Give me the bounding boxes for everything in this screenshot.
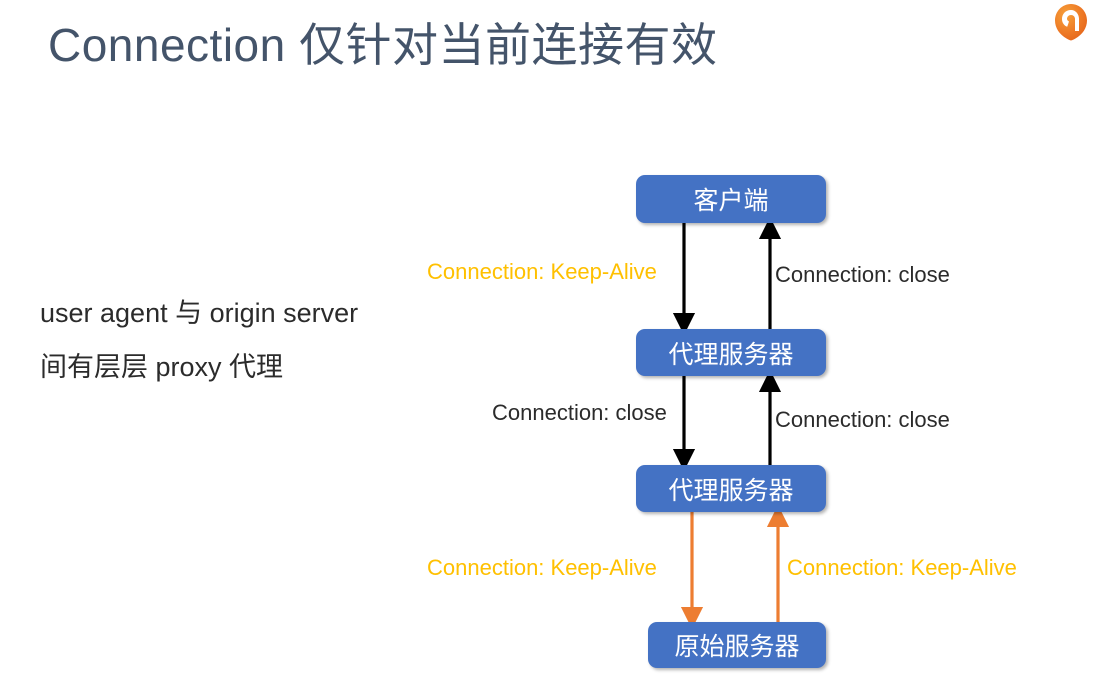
- edge-label-keep-alive-bottom-left: Connection: Keep-Alive: [427, 555, 657, 580]
- edge-label-keep-alive-top: Connection: Keep-Alive: [427, 259, 657, 284]
- node-origin-server[interactable]: 原始服务器: [648, 622, 826, 668]
- edge-label-close-middle-left: Connection: close: [492, 400, 667, 425]
- body-text-line-2: 间有层层 proxy 代理: [40, 352, 284, 382]
- node-proxy-server-1[interactable]: 代理服务器: [636, 329, 826, 376]
- body-text: user agent 与 origin server 间有层层 proxy 代理: [40, 286, 440, 394]
- page-title: Connection 仅针对当前连接有效: [48, 19, 718, 71]
- node-proxy-server-2[interactable]: 代理服务器: [636, 465, 826, 512]
- edge-label-keep-alive-bottom-right: Connection: Keep-Alive: [787, 555, 1017, 580]
- edge-label-close-top-right: Connection: close: [775, 262, 950, 287]
- body-text-line-1: user agent 与 origin server: [40, 298, 359, 328]
- edge-label-close-middle-right: Connection: close: [775, 407, 950, 432]
- node-client[interactable]: 客户端: [636, 175, 826, 223]
- orange-circle-logo: [1049, 0, 1093, 44]
